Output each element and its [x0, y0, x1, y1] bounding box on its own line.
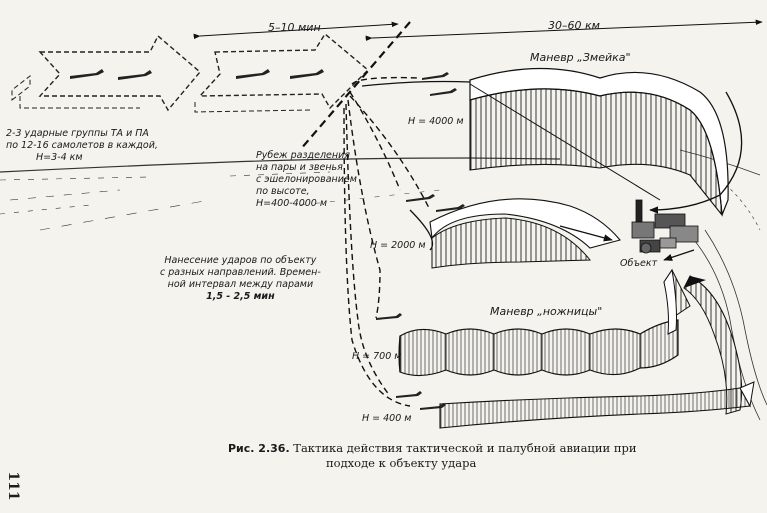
- aircraft: [70, 69, 465, 410]
- distance-30-60-km: 30–60 км: [548, 19, 600, 32]
- snake-maneuver-curtain: [469, 67, 729, 217]
- group-arrow-2: [194, 32, 370, 113]
- right-approach-strips: [663, 268, 743, 415]
- altitude-2000: Н = 2000 м: [370, 240, 426, 251]
- altitude-4000: Н = 4000 м: [408, 116, 464, 127]
- group-arrow-1: [11, 34, 201, 112]
- scissors-maneuver-label: Маневр „ножницы": [490, 305, 603, 318]
- caption-line-2: подходе к объекту удара: [326, 456, 477, 470]
- object-label: Объект: [620, 258, 658, 269]
- altitude-400: Н = 400 м: [362, 413, 412, 424]
- page-number: 111: [5, 471, 21, 501]
- terrain: [0, 149, 767, 421]
- split-line-note: Рубеж разделения на пары и звенья с эшел…: [256, 150, 357, 209]
- figure-caption: Рис. 2.36. Тактика действия тактической …: [228, 441, 668, 470]
- distance-5-10-min: 5–10 мин: [268, 21, 321, 34]
- h400-strip: [439, 381, 755, 429]
- snake-maneuver-label: Маневр „Змейка": [530, 51, 631, 64]
- h2000-curtain: [429, 198, 621, 269]
- flight-paths: [343, 76, 431, 407]
- scissors-maneuver-curtain: [398, 319, 679, 377]
- target-object: [631, 199, 699, 254]
- altitude-700: Н = 700 м: [352, 351, 402, 362]
- figure-number: Рис. 2.36.: [228, 442, 290, 455]
- solid-paths: [361, 80, 743, 261]
- strike-groups-note: 2-3 ударные группы ТА и ПА по 12-16 само…: [6, 128, 158, 163]
- strikes-note: Нанесение ударов по объекту с разных нап…: [160, 255, 321, 302]
- dimension-lines: [193, 19, 763, 42]
- caption-line-1: Тактика действия тактической и палубной …: [293, 441, 637, 455]
- split-line: [299, 21, 411, 151]
